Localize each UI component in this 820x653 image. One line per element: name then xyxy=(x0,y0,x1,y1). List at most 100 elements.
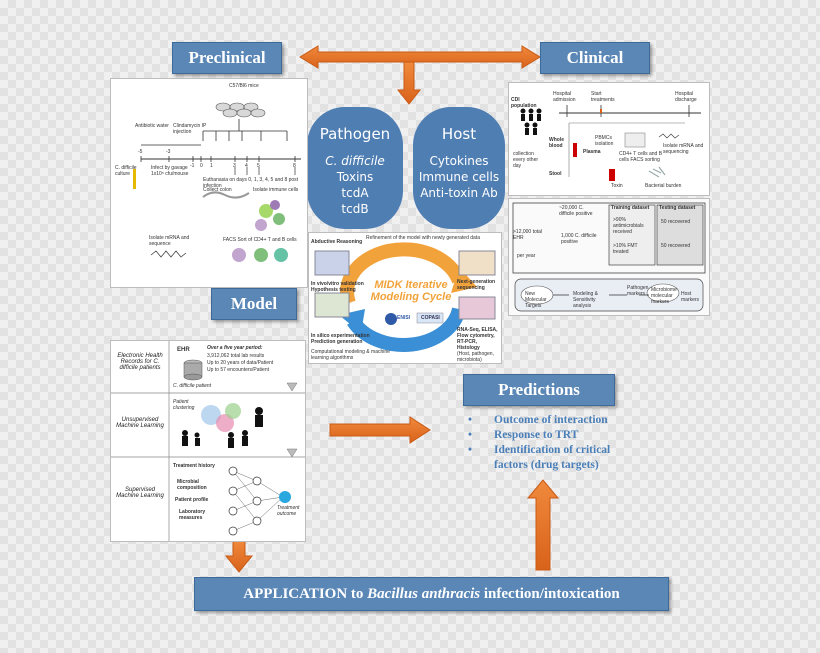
down-to-cycle-arrow xyxy=(396,61,422,105)
plasma-label: Plasma xyxy=(583,149,601,155)
positive-label: ~20,000 C. difficile positive xyxy=(559,205,593,217)
ngs-label: Next-generation sequencing xyxy=(457,279,496,291)
up-to-predictions-arrow xyxy=(526,479,560,571)
insilico-label: In silico experimentation Prediction gen… xyxy=(311,333,370,345)
tick-1: 1 xyxy=(210,163,213,169)
euthanasia-label: Euthanasia on days 0, 1, 3, 4, 5 and 8 p… xyxy=(203,177,299,189)
cd4-label: CD4+ T cells and B cells FACS sorting xyxy=(619,151,663,163)
cdiff-patient-label: C. difficile patient xyxy=(173,383,212,389)
pathogen-markers-label: Pathogen markers xyxy=(627,285,649,297)
collection-label: collection every other day xyxy=(513,151,539,169)
clinical-figure xyxy=(520,105,701,181)
antibiotic-label: Antibiotic water xyxy=(135,123,169,129)
predictions-list: Outcome of interaction Response to TRT I… xyxy=(466,413,636,473)
blood-tube-icon xyxy=(573,143,577,157)
prediction-item-3: Identification of critical factors (drug… xyxy=(466,443,636,473)
host-line-cytokines: Cytokines xyxy=(429,154,489,168)
admission-label: Hospital admission xyxy=(553,91,576,103)
pct90-label: >90% antimicrobials received xyxy=(613,217,644,235)
training-label: Training dataset xyxy=(611,205,650,211)
pct10-label: >10% FMT treated xyxy=(613,243,638,255)
facs-plot-icon xyxy=(624,132,646,148)
culture-tube-icon xyxy=(133,169,136,189)
five-year-label: Over a five year period: xyxy=(207,345,263,351)
application-species: Bacillus anthracis xyxy=(367,586,481,602)
burden-label: Bacterial burden xyxy=(645,183,682,189)
invivo-label: In vivo/vitro validation Hypothesis test… xyxy=(311,281,364,293)
host-title: Host xyxy=(441,125,477,143)
pathogen-species: C. difficile xyxy=(325,154,385,168)
facs-label: FACS Sort of CD4+ T and B cells xyxy=(223,237,297,243)
stat-2: Up to 20 years of data/Patient xyxy=(207,360,274,366)
testing-label: Testing dataset xyxy=(659,205,696,211)
tick-m1: -1 xyxy=(190,163,195,169)
pathogen-title: Pathogen xyxy=(319,125,391,143)
isolate-immune-label: Isolate immune cells xyxy=(253,187,299,193)
treatment-history-label: Treatment history xyxy=(173,463,215,469)
model-figure xyxy=(111,341,305,541)
pathogen-line-tcdb: tcdB xyxy=(341,202,369,216)
collect-colon-label: Collect colon xyxy=(203,187,232,193)
cluster-dots-icon xyxy=(201,403,241,432)
infect-label: Infect by gavage 1x10⁵ cfu/mouse xyxy=(151,165,189,177)
assays-label: RNA-Seq, ELISA, Flow cytometry, RT-PCR, … xyxy=(457,327,498,351)
prediction-item-2: Response to TRT xyxy=(466,428,636,443)
computational-label: Computational modeling & machine learnin… xyxy=(311,349,390,361)
preclinical-panel: C57/Bl6 mice Antibiotic water Clindamyci… xyxy=(110,78,308,288)
microbial-label: Microbial composition xyxy=(177,479,207,491)
row1-label: Electronic Health Records for C. diffici… xyxy=(117,353,163,371)
recovered-label-2: 50 recovered xyxy=(661,243,691,249)
stat-3: Up to 57 encounters/Patient xyxy=(207,367,269,373)
tick-m5: -5 xyxy=(138,149,143,155)
outcome-node-icon xyxy=(279,491,291,503)
host-line-antitoxin: Anti-toxin Ab xyxy=(420,186,498,200)
application-prefix: APPLICATION to xyxy=(243,586,368,602)
culture-label: C. difficile culture xyxy=(115,165,137,177)
pathogen-oval: Pathogen C. difficile Toxins tcdA tcdB xyxy=(307,107,403,229)
cycle-figure xyxy=(314,242,496,352)
preclinical-clinical-arrow xyxy=(299,45,541,69)
tick-0: 0 xyxy=(200,163,203,169)
pbmcs-label: PBMCs isolation xyxy=(595,135,614,147)
cycle-panel: MIDK Iterative Modeling Cycle Refinement… xyxy=(308,232,502,364)
model-to-predictions-arrow xyxy=(329,416,431,444)
people-icon xyxy=(182,407,263,448)
clinical-header: Clinical xyxy=(540,42,650,74)
toxin-label: Toxin xyxy=(611,183,623,189)
refinement-label: Refinement of the model with newly gener… xyxy=(366,235,480,241)
laboratory-label: Laboratory measures xyxy=(179,509,206,521)
clindamycin-label: Clindamycin IP injection xyxy=(173,123,207,135)
cycle-arrow-bottom xyxy=(347,307,466,352)
discharge-label: Hospital discharge xyxy=(675,91,697,103)
enisi-label: ENISI xyxy=(397,315,411,321)
host-markers-label: Host markers xyxy=(681,291,700,303)
cdi-population-label: CDI population xyxy=(511,97,537,109)
predictions-header: Predictions xyxy=(463,374,615,406)
preclinical-header: Preclinical xyxy=(172,42,282,74)
ehr-panel: >12,000 total EHR ~20,000 C. difficile p… xyxy=(508,198,710,316)
model-to-application-arrow xyxy=(224,539,254,573)
row2-label: Unsupervised Machine Learning xyxy=(116,417,164,429)
start-treatments-label: Start treatments xyxy=(591,91,615,103)
tick-4: 4 xyxy=(245,163,248,169)
one-thousand-label: 1,000 C. difficile positive xyxy=(561,233,597,245)
host-oval: Host Cytokines Immune cells Anti-toxin A… xyxy=(413,107,505,229)
model-panel: Electronic Health Records for C. diffici… xyxy=(110,340,306,542)
mice-label: C57/Bl6 mice xyxy=(229,83,259,89)
sorted-cells-icon xyxy=(232,248,288,262)
patient-clustering-label: Patient clustering xyxy=(173,399,195,411)
application-suffix: infection/intoxication xyxy=(480,586,620,602)
clinical-panel: CDI population Hospital admission Start … xyxy=(508,82,710,196)
row3-label: Supervised Machine Learning xyxy=(116,487,164,499)
whole-blood-label: Whole blood xyxy=(549,137,564,149)
prediction-item-1: Outcome of interaction xyxy=(466,413,636,428)
immune-cells-icon xyxy=(255,200,285,231)
abductive-label: Abductive Reasoning xyxy=(311,239,363,245)
modeling-label: Modeling & Sensitivity analysis xyxy=(573,291,599,309)
cycle-arrow-top xyxy=(340,242,466,306)
patients-icon xyxy=(520,108,542,135)
ehr-total-label: >12,000 total EHR xyxy=(513,229,543,241)
database-icon xyxy=(183,359,203,381)
application-header: APPLICATION to Bacillus anthracis infect… xyxy=(194,577,669,611)
